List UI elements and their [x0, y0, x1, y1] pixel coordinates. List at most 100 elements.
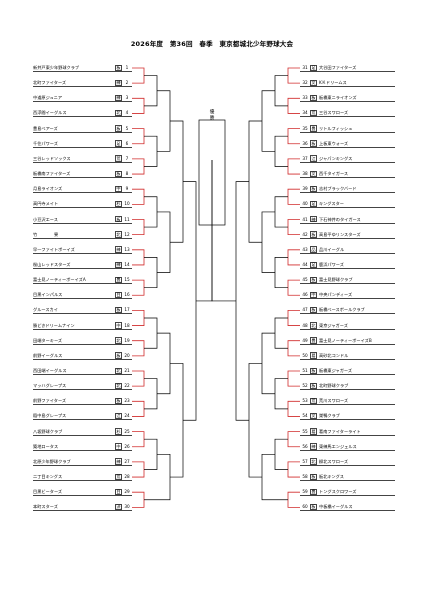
team-ward: 江	[311, 155, 316, 161]
ward-box	[310, 291, 317, 299]
team-ward: 中	[116, 443, 121, 449]
left-match-line	[132, 128, 145, 145]
right-match-line	[261, 90, 275, 152]
team-name: 上板東ウォーズ	[319, 140, 349, 146]
team-name: 西浮間イーグルス	[33, 110, 67, 116]
team-name: 巣鴨クラブ	[319, 413, 340, 419]
right-match-line	[274, 135, 288, 167]
seed-number: 37	[302, 155, 308, 161]
team-name: 目黒ビーターズ	[33, 489, 63, 495]
team-ward: 荒	[311, 110, 316, 116]
ward-box	[310, 261, 317, 268]
team-ward: 板	[116, 398, 121, 404]
seed-number: 40	[302, 201, 308, 207]
left-match-line	[132, 249, 145, 266]
team-name: 西田端イーグルス	[33, 368, 67, 373]
team-ward: 北	[311, 458, 316, 464]
ward-box	[310, 79, 317, 87]
team-ward: 板	[311, 383, 316, 389]
team-name: 前野イーグルス	[33, 352, 63, 358]
team-ward: 品	[311, 246, 316, 252]
ward-box	[115, 443, 122, 450]
team-name: 早一ファイトボーイズ	[33, 246, 75, 252]
right-match-line	[287, 279, 300, 296]
right-match-line	[287, 188, 300, 205]
left-match-line	[183, 181, 197, 421]
ward-box	[115, 428, 122, 435]
team-name: 勝どきドリームナイン	[33, 322, 75, 328]
team-ward: 北	[116, 337, 121, 343]
ward-box	[310, 140, 317, 147]
team-ward: 豊	[311, 125, 316, 131]
team-ward: 練	[311, 216, 316, 222]
right-match-line	[274, 257, 288, 289]
ward-box	[115, 352, 122, 359]
ward-box	[115, 413, 122, 420]
team-ward: 板	[116, 125, 121, 131]
left-match-line	[132, 370, 145, 387]
seed-number: 12	[124, 231, 130, 237]
seed-number: 51	[302, 368, 308, 373]
right-match-line	[287, 219, 300, 236]
team-ward: 練	[116, 261, 121, 267]
team-ward: 練	[116, 458, 121, 464]
seed-number: 33	[302, 95, 308, 101]
team-name: トングスクロワーズ	[319, 489, 357, 495]
seed-number: 16	[124, 292, 130, 298]
team-name: 八坂野球クラブ	[33, 428, 63, 434]
team-ward: 足	[311, 261, 316, 267]
team-name: 富士見ノーティーボーイズB	[319, 337, 372, 343]
right-final-line	[211, 160, 236, 302]
team-ward: 荒	[116, 474, 121, 480]
left-match-line	[132, 219, 145, 236]
team-name: 三谷スワローズ	[319, 110, 349, 116]
left-match-line	[144, 135, 158, 167]
seed-number: 49	[302, 337, 308, 343]
team-ward: 板	[116, 171, 121, 177]
team-ward: 板	[311, 504, 316, 510]
ward-box	[115, 488, 122, 496]
team-ward: 文	[311, 80, 316, 86]
ward-box	[115, 79, 122, 87]
team-ward: 練	[311, 443, 316, 449]
championship-box	[198, 119, 226, 226]
team-name: 葛南ファイターライト	[319, 428, 361, 434]
right-match-line	[274, 75, 288, 107]
right-match-line	[287, 309, 300, 326]
seed-number: 21	[124, 368, 130, 373]
team-ward: 北	[116, 231, 121, 237]
seed-number: 31	[302, 65, 308, 70]
ward-box	[115, 367, 122, 374]
right-match-line	[287, 370, 300, 387]
team-ward: 豊	[311, 337, 316, 343]
team-name: 桜山レッドスターズ	[33, 261, 71, 267]
ward-box	[115, 185, 122, 193]
team-name: 田端ターキーズ	[33, 337, 63, 343]
seed-number: 6	[125, 140, 129, 146]
right-match-line	[287, 400, 300, 417]
ward-box	[310, 473, 317, 481]
seed-number: 29	[124, 489, 130, 495]
right-match-line	[287, 340, 300, 357]
seed-number: 9	[125, 186, 129, 192]
team-ward: 北	[116, 383, 121, 389]
team-name: 築地ロータス	[33, 443, 59, 449]
